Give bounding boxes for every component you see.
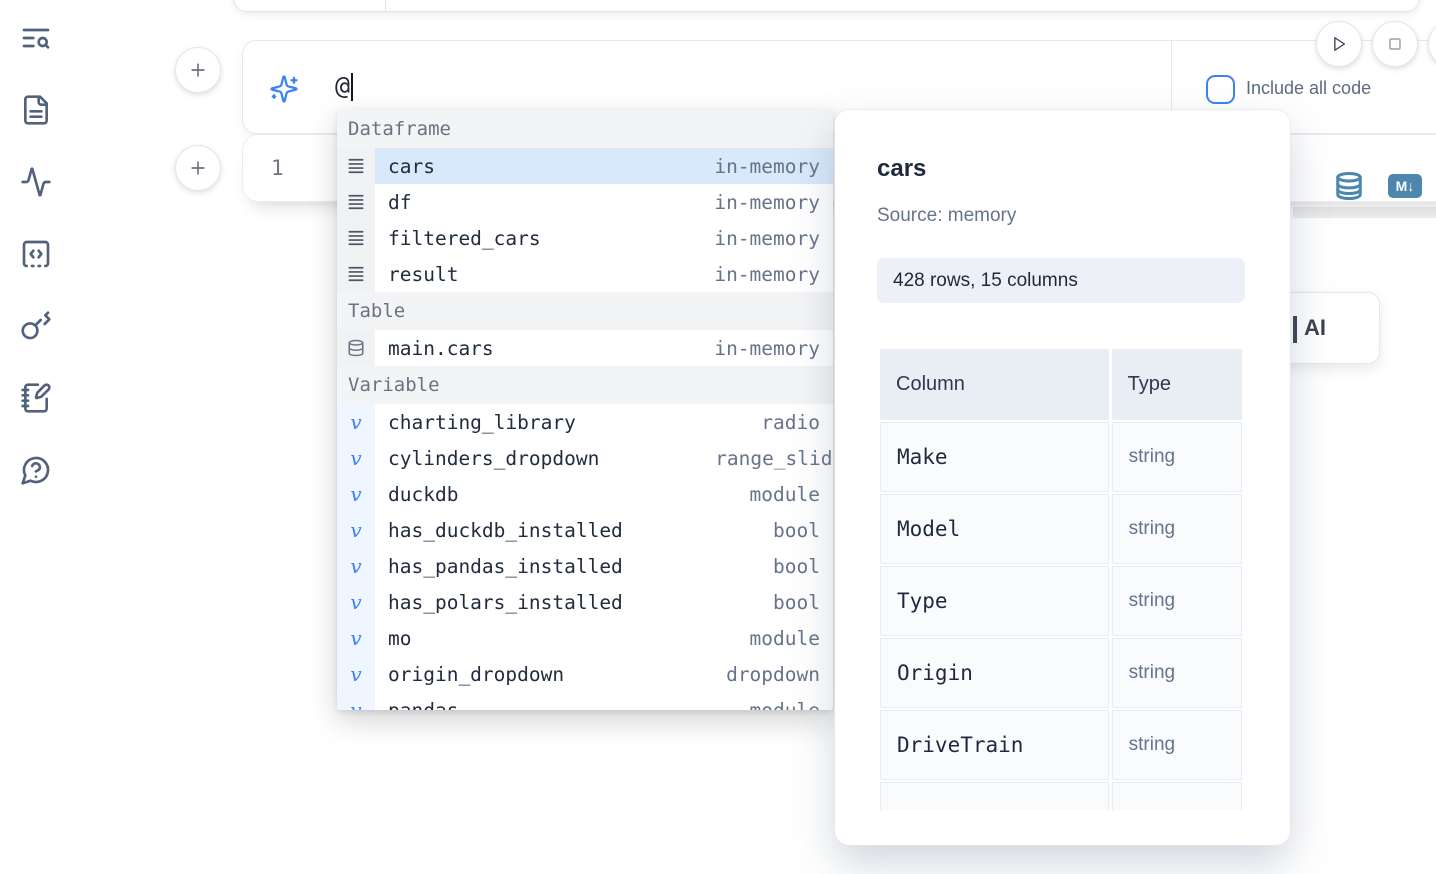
autocomplete-dropdown: Dataframe cars in-memory df in-memory fi… bbox=[337, 110, 833, 710]
schema-header-row: Column Type bbox=[880, 349, 1242, 420]
variable-icon: v bbox=[350, 698, 362, 710]
file-document-icon[interactable] bbox=[20, 94, 52, 126]
ai-sparkles-icon bbox=[269, 74, 299, 104]
input-divider bbox=[1171, 41, 1172, 133]
schema-row: Make string bbox=[880, 422, 1242, 492]
autocomplete-item-has-duckdb-installed[interactable]: v has_duckdb_installed bool bbox=[337, 512, 833, 548]
schema-row: DriveTrain string bbox=[880, 710, 1242, 780]
variable-icon: v bbox=[350, 554, 362, 578]
autocomplete-item-cars[interactable]: cars in-memory bbox=[337, 148, 833, 184]
dataframe-icon bbox=[346, 228, 366, 248]
shape-badge: 428 rows, 15 columns bbox=[877, 258, 1245, 303]
dataframe-icon bbox=[346, 264, 366, 284]
cell-actions: M↓ bbox=[1334, 171, 1422, 201]
section-header-variable: Variable bbox=[337, 366, 833, 404]
variable-icon: v bbox=[350, 626, 362, 650]
panel-source: Source: memory bbox=[877, 205, 1017, 226]
run-cell-button[interactable] bbox=[1316, 21, 1362, 67]
autocomplete-item-df[interactable]: df in-memory bbox=[337, 184, 833, 220]
prompt-text: @ bbox=[335, 71, 354, 101]
database-action-icon[interactable] bbox=[1334, 171, 1364, 201]
include-all-code-label: Include all code bbox=[1246, 78, 1372, 98]
cell-divider bbox=[385, 0, 386, 12]
previous-cell bbox=[233, 0, 1420, 12]
search-notebook-icon[interactable] bbox=[20, 22, 52, 54]
play-icon bbox=[1334, 37, 1346, 51]
autocomplete-item-filtered-cars[interactable]: filtered_cars in-memory bbox=[337, 220, 833, 256]
sidebar bbox=[20, 22, 52, 486]
text-caret bbox=[351, 73, 354, 101]
dataframe-preview-panel: cars Source: memory 428 rows, 15 columns… bbox=[835, 110, 1290, 845]
autocomplete-item-has-pandas-installed[interactable]: v has_pandas_installed bool bbox=[337, 548, 833, 584]
autocomplete-item-has-polars-installed[interactable]: v has_polars_installed bool bbox=[337, 584, 833, 620]
activity-tracer-icon[interactable] bbox=[20, 166, 52, 198]
autocomplete-item-result[interactable]: result in-memory bbox=[337, 256, 833, 292]
autocomplete-item-origin-dropdown[interactable]: v origin_dropdown dropdown bbox=[337, 656, 833, 692]
add-cell-button-bottom[interactable] bbox=[175, 145, 221, 191]
autocomplete-item-duckdb[interactable]: v duckdb module bbox=[337, 476, 833, 512]
add-cell-button-top[interactable] bbox=[175, 47, 221, 93]
stop-icon bbox=[1389, 38, 1401, 50]
code-snippet-icon[interactable] bbox=[20, 238, 52, 270]
schema-row: Model string bbox=[880, 494, 1242, 564]
key-secrets-icon[interactable] bbox=[20, 310, 52, 342]
section-header-table: Table bbox=[337, 292, 833, 330]
variable-icon: v bbox=[350, 446, 362, 470]
line-number: 1 bbox=[271, 156, 284, 180]
schema-table: Column Type Make string Model string Typ… bbox=[877, 347, 1245, 810]
autocomplete-item-main-cars[interactable]: main.cars in-memory bbox=[337, 330, 833, 366]
schema-row-partial bbox=[880, 782, 1242, 810]
variable-icon: v bbox=[350, 410, 362, 434]
help-chat-icon[interactable] bbox=[20, 454, 52, 486]
clipped-letter bbox=[1293, 316, 1297, 343]
variable-icon: v bbox=[350, 518, 362, 542]
output-area-edge bbox=[1293, 207, 1436, 218]
include-all-code-checkbox[interactable] bbox=[1206, 75, 1235, 104]
scratchpad-icon[interactable] bbox=[20, 382, 52, 414]
stop-cell-button[interactable] bbox=[1372, 21, 1418, 67]
variable-icon: v bbox=[350, 662, 362, 686]
dataframe-icon bbox=[346, 192, 366, 212]
schema-header-column: Column bbox=[880, 349, 1109, 420]
ai-button-label: AI bbox=[1304, 315, 1326, 340]
autocomplete-item-mo[interactable]: v mo module bbox=[337, 620, 833, 656]
autocomplete-item-partial[interactable]: v pandas module bbox=[337, 692, 833, 710]
variable-icon: v bbox=[350, 590, 362, 614]
markdown-badge-icon[interactable]: M↓ bbox=[1388, 174, 1422, 198]
schema-row: Type string bbox=[880, 566, 1242, 636]
dataframe-icon bbox=[346, 156, 366, 176]
variable-icon: v bbox=[350, 482, 362, 506]
section-header-dataframe: Dataframe bbox=[337, 110, 833, 148]
table-database-icon bbox=[347, 339, 365, 357]
panel-title: cars bbox=[877, 155, 927, 182]
schema-row: Origin string bbox=[880, 638, 1242, 708]
schema-header-type: Type bbox=[1111, 349, 1242, 420]
autocomplete-item-charting-library[interactable]: v charting_library radio bbox=[337, 404, 833, 440]
autocomplete-item-cylinders-dropdown[interactable]: v cylinders_dropdown range_slider bbox=[337, 440, 833, 476]
